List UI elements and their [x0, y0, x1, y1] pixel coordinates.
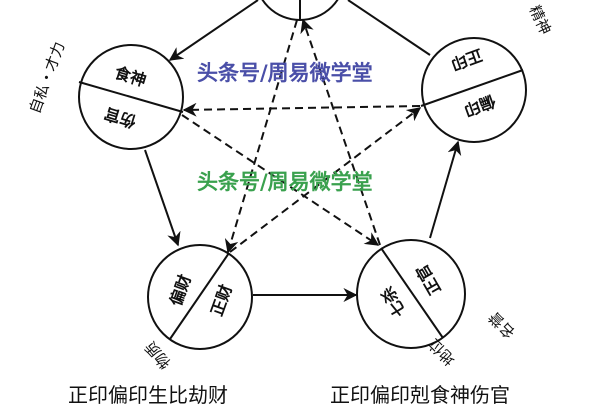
edge-bottomright-to-right	[429, 140, 462, 239]
node-right: 正印 偏印	[420, 37, 527, 143]
edge-left-to-bottomleft	[144, 149, 181, 247]
edge-top-to-left	[168, 0, 259, 61]
edge-bottomright-to-top	[300, 18, 381, 246]
caption-left: 正印偏印生比劫财	[68, 383, 228, 407]
caption-right: 正印偏印剋食神伤官	[330, 383, 510, 407]
edge-left-to-bottomright	[181, 114, 380, 246]
edge-top-to-bottomleft	[224, 19, 298, 254]
node-top	[261, 0, 339, 21]
label-bottom-left-side: 物质	[141, 338, 174, 373]
label-left-side: 自私・才力	[26, 39, 69, 116]
node-bottom-right: 正官 七杀	[356, 239, 466, 349]
label-right-side: 精神	[526, 3, 555, 38]
label-bottom-right-side-2: 名誉	[485, 308, 519, 342]
watermark-blue: 头条号/周易微学堂	[197, 61, 373, 85]
node-bottom-left: 偏财 正财	[147, 244, 253, 350]
solid-edges	[144, 0, 462, 302]
watermark-green: 头条号/周易微学堂	[197, 170, 373, 194]
node-left: 食神 伤官	[78, 44, 184, 150]
edge-bottomleft-to-right	[229, 107, 422, 253]
edge-right-to-left	[182, 102, 421, 117]
dashed-edges	[181, 18, 422, 254]
edge-right-to-top	[347, 0, 431, 56]
